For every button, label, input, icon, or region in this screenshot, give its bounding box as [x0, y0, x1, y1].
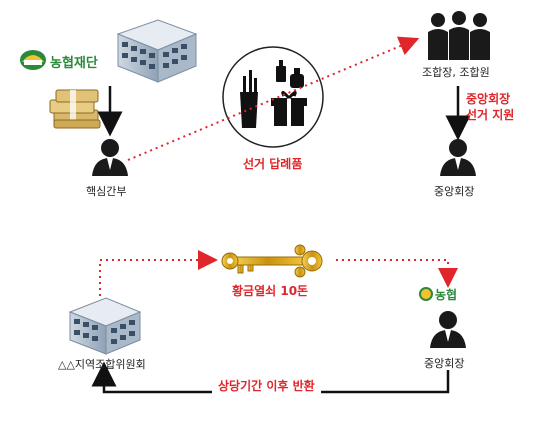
nh-logo-icon	[419, 287, 433, 301]
headquarters-building-icon	[116, 19, 198, 83]
cash-bundles-icon	[49, 89, 101, 129]
president-person-icon	[440, 139, 476, 176]
members-label: 조합장, 조합원	[422, 66, 490, 79]
dotted-arrow-committee-to-key	[99, 250, 218, 296]
executive-label: 핵심간부	[86, 185, 127, 198]
executive-person-icon	[92, 139, 128, 176]
committee-building-icon	[68, 297, 142, 355]
dotted-arrow-key-to-president	[336, 259, 458, 288]
return-label: 상당기간 이후 반환	[212, 377, 321, 394]
support-label-line1: 중앙회장	[466, 92, 511, 106]
members-group-icon	[428, 11, 490, 60]
president-bottom-person-icon	[430, 311, 466, 348]
nh-foundation-logo-icon	[20, 50, 46, 70]
gifts-circle-icon	[222, 46, 324, 148]
golden-key-icon	[221, 244, 323, 278]
nh-foundation-logo-text: 농협재단	[50, 56, 98, 71]
gift-label: 선거 답례품	[243, 157, 303, 171]
committee-label: △△지역조합위원회	[58, 358, 146, 371]
support-label-line2: 선거 지원	[466, 108, 515, 122]
president-label-bottom: 중앙회장	[424, 357, 465, 370]
nh-logo-text: 농협	[435, 288, 458, 302]
key-label: 황금열쇠 10돈	[232, 284, 309, 298]
president-label-top: 중앙회장	[434, 185, 475, 198]
